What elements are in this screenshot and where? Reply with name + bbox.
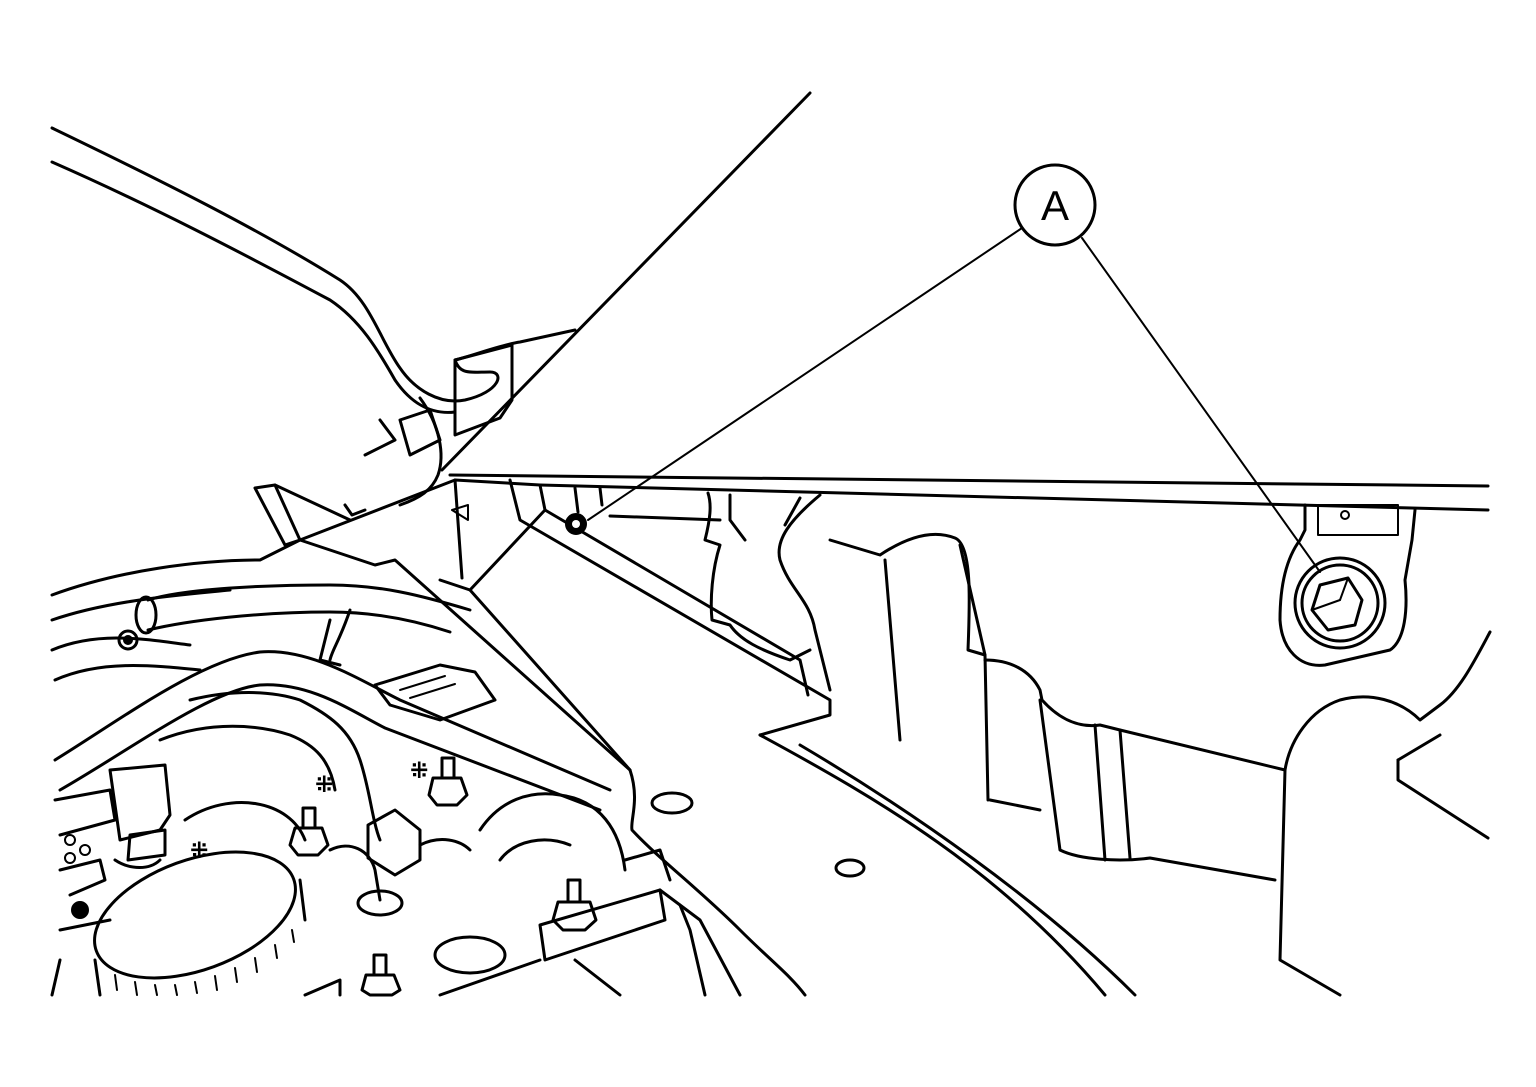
stud-bolt-3 [551,878,598,932]
cowl-panel [298,478,832,737]
leader-line-right [1081,237,1321,573]
air-duct [433,792,742,997]
bolt-a-left [565,513,587,535]
callout-label: A [1041,182,1069,229]
hood-edge [50,126,577,414]
hood-hinge [343,343,514,521]
hoses [50,583,612,842]
battery-area [108,663,497,869]
oil-filler-cap [93,801,307,997]
asterisk-mark-1: ⁜ [190,839,208,864]
asterisk-mark-2: ⁜ [315,773,333,798]
stud-bolts [288,756,598,997]
strut-tower [1278,630,1492,997]
coil-connector [328,808,472,917]
hood-stay-rod [440,91,812,472]
stud-bolt-1 [288,806,330,857]
stud-bolt-4 [360,953,402,997]
hood-rear-edge [448,473,1490,522]
frame-rails [50,483,632,772]
leader-line-left [587,227,1023,521]
callout-a: A [587,163,1321,573]
cowl-cover-panels [703,491,1287,882]
small-bolt-left [117,629,139,651]
left-details [50,788,342,997]
bolt-a-right [1278,503,1417,667]
asterisk-markings: ⁜ ⁜ ⁜ [190,759,428,864]
radiator-support [468,588,1137,997]
asterisk-mark-3: ⁜ [410,759,428,784]
stud-bolt-2 [427,756,469,807]
